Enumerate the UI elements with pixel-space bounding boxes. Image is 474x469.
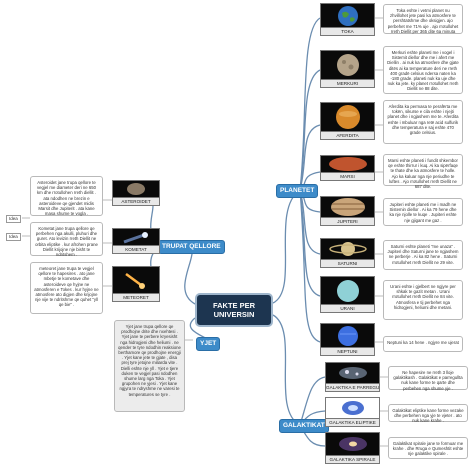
planet-note: Neptuni ka 14 hene . ngjyre me ujerat bbox=[383, 336, 463, 352]
asteroid-icon bbox=[113, 181, 159, 197]
galaxy-note: Ne hapesire ne rreth 3 lloje galaktikash… bbox=[388, 366, 468, 391]
category-galaktikat[interactable]: GALAKTIKAT bbox=[279, 419, 329, 433]
venus-icon bbox=[321, 103, 374, 131]
planet-note: Merkuri eshte planeti me i vogel i Siste… bbox=[383, 46, 463, 94]
galaxy-caption: GALAKTIKA E PARREGULLT bbox=[326, 383, 379, 391]
planet-note: Jupiteri eshte planeti me i madh ne Sist… bbox=[383, 198, 463, 226]
planet-note: Urani eshte i gjelbert ne ngjyre per shk… bbox=[383, 280, 463, 320]
galaxy-elliptical[interactable]: GALAKTIKA ELIPTIKE bbox=[325, 397, 380, 427]
planet-caption: JUPITERI bbox=[321, 217, 374, 225]
planet-marsi[interactable]: MARSI bbox=[320, 155, 375, 181]
neptune-icon bbox=[321, 324, 374, 347]
galaxy-note: Galaktikat eliptike kane forme vezake dh… bbox=[388, 404, 468, 423]
body-note: Asteroidet jane trupa qellore te vegjel … bbox=[30, 176, 103, 216]
body-caption: ASTEROIDET bbox=[113, 197, 159, 205]
mercury-icon bbox=[321, 51, 374, 79]
body-note: meteoret jane trupa te vegjel qellore te… bbox=[30, 262, 103, 314]
body-caption: METEORET bbox=[113, 293, 159, 301]
planet-caption: NEPTUNI bbox=[321, 347, 374, 355]
comet-icon bbox=[113, 229, 159, 245]
planet-jupiteri[interactable]: JUPITERI bbox=[320, 196, 375, 226]
center-topic[interactable]: FAKTE PER UNIVERSIN bbox=[195, 293, 273, 327]
planet-note: Toka eshte i vetmi planet nu zhvillohet … bbox=[383, 4, 463, 34]
mars-icon bbox=[321, 156, 374, 172]
planet-caption: AFERDITA bbox=[321, 131, 374, 139]
category-planetet[interactable]: PLANETET bbox=[276, 184, 319, 198]
body-kometat[interactable]: KOMETAT bbox=[112, 228, 160, 254]
planet-saturni[interactable]: SATURNI bbox=[320, 238, 375, 268]
jupiter-icon bbox=[321, 197, 374, 217]
galaxy-irregular[interactable]: GALAKTIKA E PARREGULLT bbox=[325, 362, 380, 392]
category-yjet[interactable]: YJET bbox=[196, 337, 221, 351]
body-meteoret[interactable]: METEORET bbox=[112, 266, 160, 302]
planet-note: Saturni eshte planeti "me unaza" . Jupit… bbox=[383, 240, 463, 270]
planet-caption: MARSI bbox=[321, 172, 374, 180]
category-trupat-qellore[interactable]: TRUPAT QELLORE bbox=[158, 240, 225, 254]
planet-caption: MERKURI bbox=[321, 79, 374, 87]
planet-caption: URANI bbox=[321, 304, 374, 312]
meteor-icon bbox=[113, 267, 159, 293]
planet-neptuni[interactable]: NEPTUNI bbox=[320, 323, 375, 356]
idea-tag: Idea bbox=[6, 215, 21, 223]
planet-toka[interactable]: TOKA bbox=[320, 3, 375, 36]
body-caption: KOMETAT bbox=[113, 245, 159, 253]
planet-urani[interactable]: URANI bbox=[320, 276, 375, 313]
idea-tag: Idea bbox=[6, 233, 21, 241]
galaxy-caption: GALAKTIKA ELIPTIKE bbox=[326, 418, 379, 426]
planet-aferdita[interactable]: AFERDITA bbox=[320, 102, 375, 140]
uranus-icon bbox=[321, 277, 374, 304]
irregular-galaxy-icon bbox=[326, 363, 379, 383]
planet-note: Aferdita ka permasa te perafërta me tokë… bbox=[383, 100, 463, 144]
galaxy-caption: GALAKTIKA SPIRALE bbox=[326, 455, 379, 463]
planet-merkuri[interactable]: MERKURI bbox=[320, 50, 375, 88]
galaxy-spiral[interactable]: GALAKTIKA SPIRALE bbox=[325, 432, 380, 464]
stars-note: Yjet jane trupa qellore qe prodhojne dri… bbox=[114, 320, 185, 412]
planet-caption: TOKA bbox=[321, 27, 374, 35]
galaxy-note: Galaktikat spirale jane te formuar me kr… bbox=[388, 437, 468, 459]
center-line1: FAKTE PER bbox=[212, 300, 256, 310]
saturn-icon bbox=[321, 239, 374, 259]
center-line2: UNIVERSIN bbox=[213, 310, 255, 319]
planet-note: Marsi eshte planeti i fundit shkembor qe… bbox=[383, 154, 463, 189]
elliptical-galaxy-icon bbox=[326, 398, 379, 418]
earth-icon bbox=[321, 4, 374, 27]
spiral-galaxy-icon bbox=[326, 433, 379, 455]
planet-caption: SATURNI bbox=[321, 259, 374, 267]
body-note: Kometat jane trupa qellore qe perbehen n… bbox=[30, 222, 103, 257]
body-asteroidet[interactable]: ASTEROIDET bbox=[112, 180, 160, 206]
